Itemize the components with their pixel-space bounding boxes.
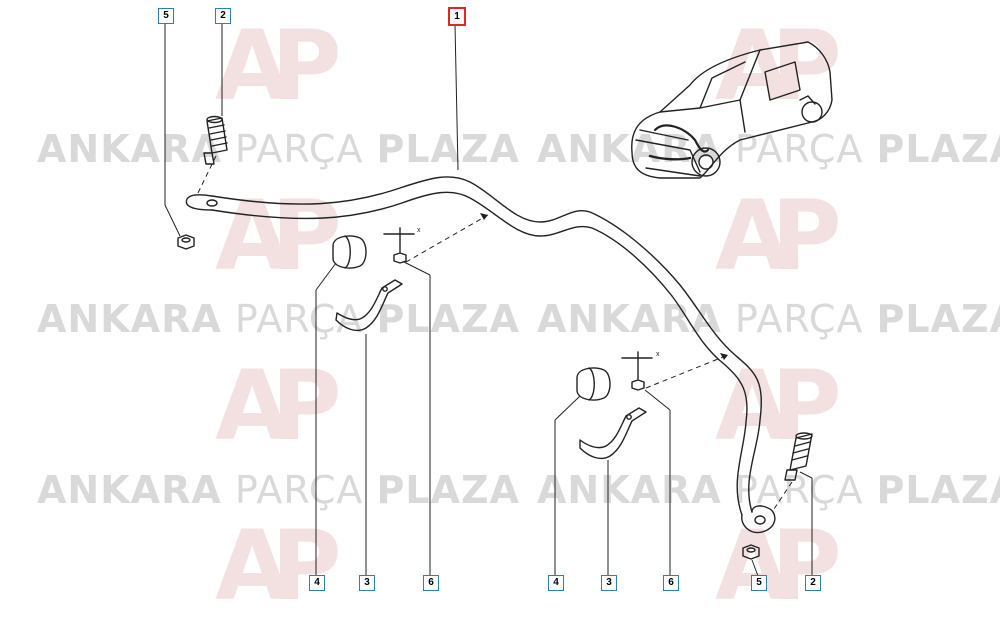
axis-label: x <box>656 351 660 358</box>
left-bracket <box>335 279 403 332</box>
callout-5-right-nut[interactable]: 5 <box>751 575 767 591</box>
left-bolt <box>383 227 415 264</box>
callout-6-left-bolt[interactable]: 6 <box>423 575 439 591</box>
callout-4-right-bushing[interactable]: 4 <box>548 575 564 591</box>
callout-6-right-bolt[interactable]: 6 <box>663 575 679 591</box>
right-nut <box>742 544 760 560</box>
assembly-lines <box>196 155 793 513</box>
callout-2-right-boot[interactable]: 2 <box>805 575 821 591</box>
callout-2-left-boot[interactable]: 2 <box>215 8 231 24</box>
left-boot <box>203 115 228 165</box>
right-bolt <box>621 351 653 391</box>
callout-3-left-bracket[interactable]: 3 <box>359 575 375 591</box>
arrow-head <box>720 353 728 360</box>
callout-4-left-bushing[interactable]: 4 <box>309 575 325 591</box>
right-boot <box>784 432 813 481</box>
right-bushing <box>576 367 611 401</box>
left-bushing <box>332 235 367 269</box>
parts-diagram: x x <box>164 23 833 577</box>
right-bracket <box>579 407 647 460</box>
axis-label: x <box>417 227 421 234</box>
callout-3-right-bracket[interactable]: 3 <box>601 575 617 591</box>
arrow-head <box>480 213 488 220</box>
left-nut <box>177 234 195 250</box>
callout-1-stabilizer-bar[interactable]: 1 <box>448 7 466 26</box>
callout-5-left-nut[interactable]: 5 <box>158 8 174 24</box>
leader-lines <box>164 23 813 577</box>
car-illustration <box>631 41 833 179</box>
stabilizer-bar <box>185 176 776 534</box>
